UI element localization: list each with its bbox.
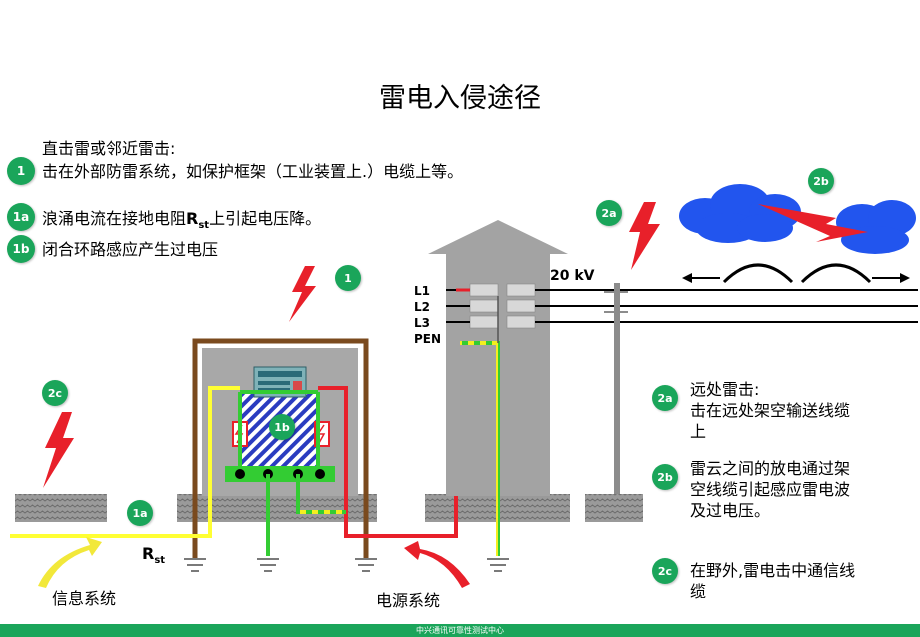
label-rst: Rst	[142, 544, 166, 567]
label-power-system: 电源系统	[376, 591, 441, 610]
badge-2b-diagram: 2b	[808, 168, 834, 194]
legend-2b-text: 雷云之间的放电通过架 空线缆引起感应雷电波 及过电压。	[690, 459, 851, 520]
cloud-right	[836, 200, 916, 254]
label-pen: PEN	[414, 332, 442, 346]
ground-strip-left	[15, 494, 107, 522]
label-l3: L3	[414, 316, 430, 330]
protection-frame	[192, 338, 369, 558]
equipotential-bar	[225, 466, 335, 482]
arrow-power	[404, 541, 470, 588]
badge-2c-legend: 2c	[652, 558, 678, 584]
label-l1: L1	[414, 284, 430, 298]
footer-bar: 中兴通讯可靠性测试中心	[0, 624, 920, 637]
badge-2b-legend: 2b	[652, 464, 678, 490]
info-line	[10, 386, 240, 538]
legend-1a-text: 浪涌电流在接地电阻Rst上引起电压降。	[42, 209, 322, 232]
lightning-2a	[629, 202, 660, 270]
badge-1: 1	[7, 157, 35, 185]
badge-1b: 1b	[7, 235, 35, 263]
lightning-2c	[43, 412, 74, 488]
label-l2: L2	[414, 300, 430, 314]
badge-1-diagram: 1	[335, 265, 361, 291]
cloud-left	[679, 184, 801, 243]
page-title: 雷电入侵途径	[379, 83, 541, 114]
badge-1a-diagram: 1a	[127, 500, 153, 526]
label-info-system: 信息系统	[52, 589, 117, 608]
badge-2a-legend: 2a	[652, 385, 678, 411]
lightning-1	[289, 266, 316, 322]
ground-strip-pole	[585, 494, 643, 522]
badge-1b-diagram: 1b	[269, 414, 295, 440]
label-20kv: 20 kV	[550, 268, 595, 284]
pole	[614, 283, 620, 494]
lightning-2b	[758, 204, 868, 242]
legend-2c-text: 在野外,雷电击中通信线 缆	[690, 561, 856, 601]
footer-text: 中兴通讯可靠性测试中心	[416, 626, 504, 635]
legend-1b-text: 闭合环路感应产生过电压	[42, 240, 219, 259]
badge-2c-diagram: 2c	[42, 380, 68, 406]
earth-symbols	[184, 558, 509, 572]
badge-2a-diagram: 2a	[596, 200, 622, 226]
badge-1a: 1a	[7, 203, 35, 231]
legend-1-heading: 直击雷或邻近雷击:	[42, 139, 176, 158]
legend-2a-text: 远处雷击: 击在远处架空输送线缆 上	[690, 380, 851, 441]
overhead-lines	[535, 289, 918, 323]
legend-1-text: 击在外部防雷系统，如保护框架（工业装置上.）电缆上等。	[42, 162, 464, 181]
station-roof	[428, 220, 568, 254]
arrow-info	[38, 537, 102, 588]
